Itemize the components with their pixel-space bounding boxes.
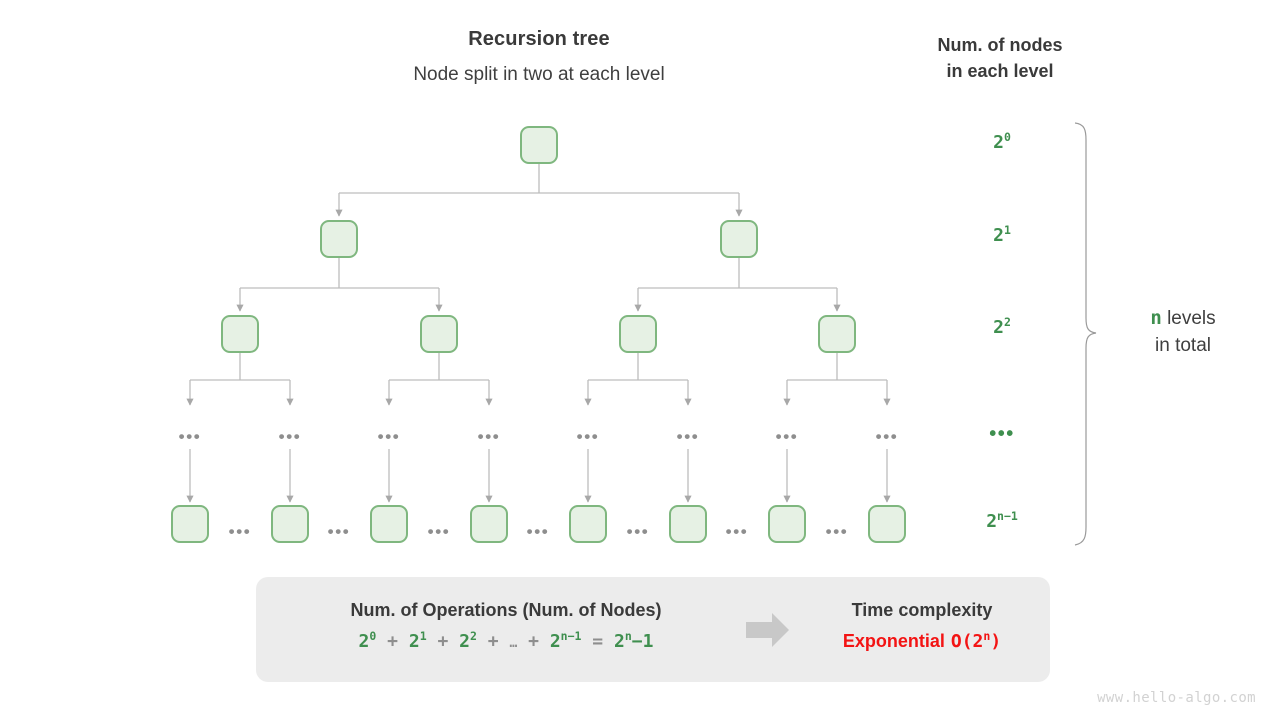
levels-brace [1074, 122, 1097, 546]
formula-term-last-exp: n−1 [560, 629, 582, 643]
tree-node [768, 505, 806, 543]
level-count-last-exp: n−1 [997, 509, 1018, 523]
tree-node [320, 220, 358, 258]
tree-node [420, 315, 458, 353]
total-levels-line1: n levels [1098, 305, 1268, 333]
leaf-gap-ellipsis: ••• [327, 522, 351, 541]
leaf-gap-ellipsis: ••• [725, 522, 749, 541]
operations-block: Num. of Operations (Num. of Nodes) 20 + … [266, 600, 746, 652]
level-count-last-base: 2 [986, 511, 998, 532]
time-complexity-title: Time complexity [851, 600, 993, 620]
tree-node [720, 220, 758, 258]
summary-panel [256, 577, 1050, 682]
formula-plus: + [437, 631, 449, 652]
tree-node [520, 126, 558, 164]
leaf-gap-ellipsis: ••• [825, 522, 849, 541]
formula-equals: = [592, 631, 604, 652]
formula-ellipsis: … [509, 636, 518, 651]
levels-variable: n [1150, 307, 1162, 329]
tree-ellipsis: ••• [278, 427, 302, 446]
formula-plus: + [528, 631, 539, 652]
leaf-gap-ellipsis: ••• [427, 522, 451, 541]
formula-plus: + [387, 631, 398, 652]
formula-result-base: 2 [613, 631, 625, 652]
tree-node [569, 505, 607, 543]
formula-term-2-base: 2 [459, 631, 470, 652]
formula-result-suffix: −1 [631, 631, 654, 652]
complexity-bigo-prefix: O(2 [950, 631, 984, 652]
watermark: www.hello-algo.com [1097, 690, 1256, 706]
page-subtitle: Node split in two at each level [413, 64, 665, 85]
tree-ellipsis: ••• [875, 427, 899, 446]
tree-node [619, 315, 657, 353]
levels-word: levels [1167, 308, 1216, 329]
level-count-1-exp: 1 [1003, 223, 1011, 237]
level-count-0-exp: 0 [1003, 130, 1011, 144]
node-count-column-title-line2: in each level [946, 60, 1054, 81]
tree-ellipsis: ••• [377, 427, 401, 446]
level-count-1-base: 2 [993, 225, 1004, 246]
node-count-column-title: Num. of nodes in each level [900, 33, 1100, 84]
formula-term-0-base: 2 [358, 631, 370, 652]
total-levels-note: n levels in total [1098, 305, 1268, 360]
complexity-name: Exponential [842, 631, 945, 651]
operations-formula: 20 + 21 + 22 + … + 2n−1 = 2n−1 [266, 629, 746, 652]
node-count-column-title-line1: Num. of nodes [937, 35, 1063, 55]
level-count-2-base: 2 [993, 317, 1004, 338]
leaf-gap-ellipsis: ••• [526, 522, 550, 541]
complexity-bigo-exp: n [983, 629, 991, 643]
page-title: Recursion tree [468, 28, 610, 50]
level-count-2: 22 [942, 315, 1062, 338]
formula-term-last: 2n−1 [549, 629, 582, 652]
operations-title: Num. of Operations (Num. of Nodes) [350, 600, 662, 620]
total-levels-line2: in total [1155, 334, 1211, 356]
level-count-1: 21 [942, 223, 1062, 246]
formula-term-2: 22 [459, 629, 477, 652]
tree-node [221, 315, 259, 353]
tree-ellipsis: ••• [676, 427, 700, 446]
level-count-0-base: 2 [993, 132, 1004, 153]
tree-ellipsis: ••• [477, 427, 501, 446]
formula-term-1-exp: 1 [419, 629, 427, 643]
formula-result-exp: n [624, 629, 632, 643]
tree-node [470, 505, 508, 543]
tree-ellipsis: ••• [576, 427, 600, 446]
level-count-2-exp: 2 [1003, 315, 1011, 329]
formula-term-0: 20 [358, 629, 377, 652]
tree-node [271, 505, 309, 543]
tree-ellipsis: ••• [775, 427, 799, 446]
tree-node [669, 505, 707, 543]
formula-result: 2n−1 [613, 629, 654, 652]
leaf-gap-ellipsis: ••• [626, 522, 650, 541]
level-count-last: 2n−1 [942, 509, 1062, 532]
formula-term-1-base: 2 [408, 631, 420, 652]
complexity-bigo-suffix: ) [990, 631, 1002, 652]
tree-node [868, 505, 906, 543]
leaf-gap-ellipsis: ••• [228, 522, 252, 541]
formula-term-2-exp: 2 [470, 629, 477, 643]
formula-plus: + [487, 631, 499, 652]
tree-node [370, 505, 408, 543]
formula-term-last-base: 2 [549, 631, 561, 652]
tree-node [818, 315, 856, 353]
level-count-ellipsis: ••• [989, 423, 1015, 445]
tree-ellipsis: ••• [178, 427, 202, 446]
complexity-bigo: O(2n) [950, 629, 1002, 652]
formula-term-1: 21 [408, 629, 427, 652]
tree-node [171, 505, 209, 543]
level-count-0: 20 [942, 130, 1062, 153]
formula-term-0-exp: 0 [369, 629, 377, 643]
